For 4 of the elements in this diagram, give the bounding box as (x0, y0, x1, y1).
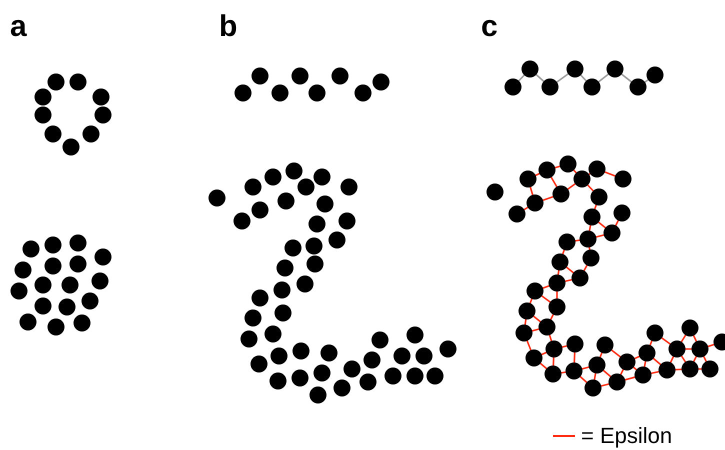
legend-text: = Epsilon (581, 423, 672, 449)
panel-label: c (481, 10, 498, 44)
panel-label: a (10, 10, 27, 44)
panel-label: b (219, 10, 238, 44)
